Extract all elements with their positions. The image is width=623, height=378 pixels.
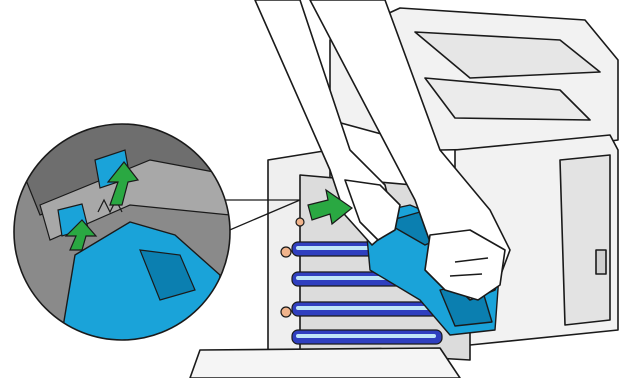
orange-tab-1 [281, 247, 291, 257]
orange-tab-3 [296, 218, 304, 226]
front-cover-open [190, 348, 460, 378]
magnifier-callout-icon [14, 95, 230, 345]
side-panel [560, 155, 610, 325]
drum-3-highlight [296, 306, 436, 310]
orange-tab-2 [281, 307, 291, 317]
drum-4-highlight [296, 334, 436, 338]
side-connector-icon [596, 250, 606, 274]
